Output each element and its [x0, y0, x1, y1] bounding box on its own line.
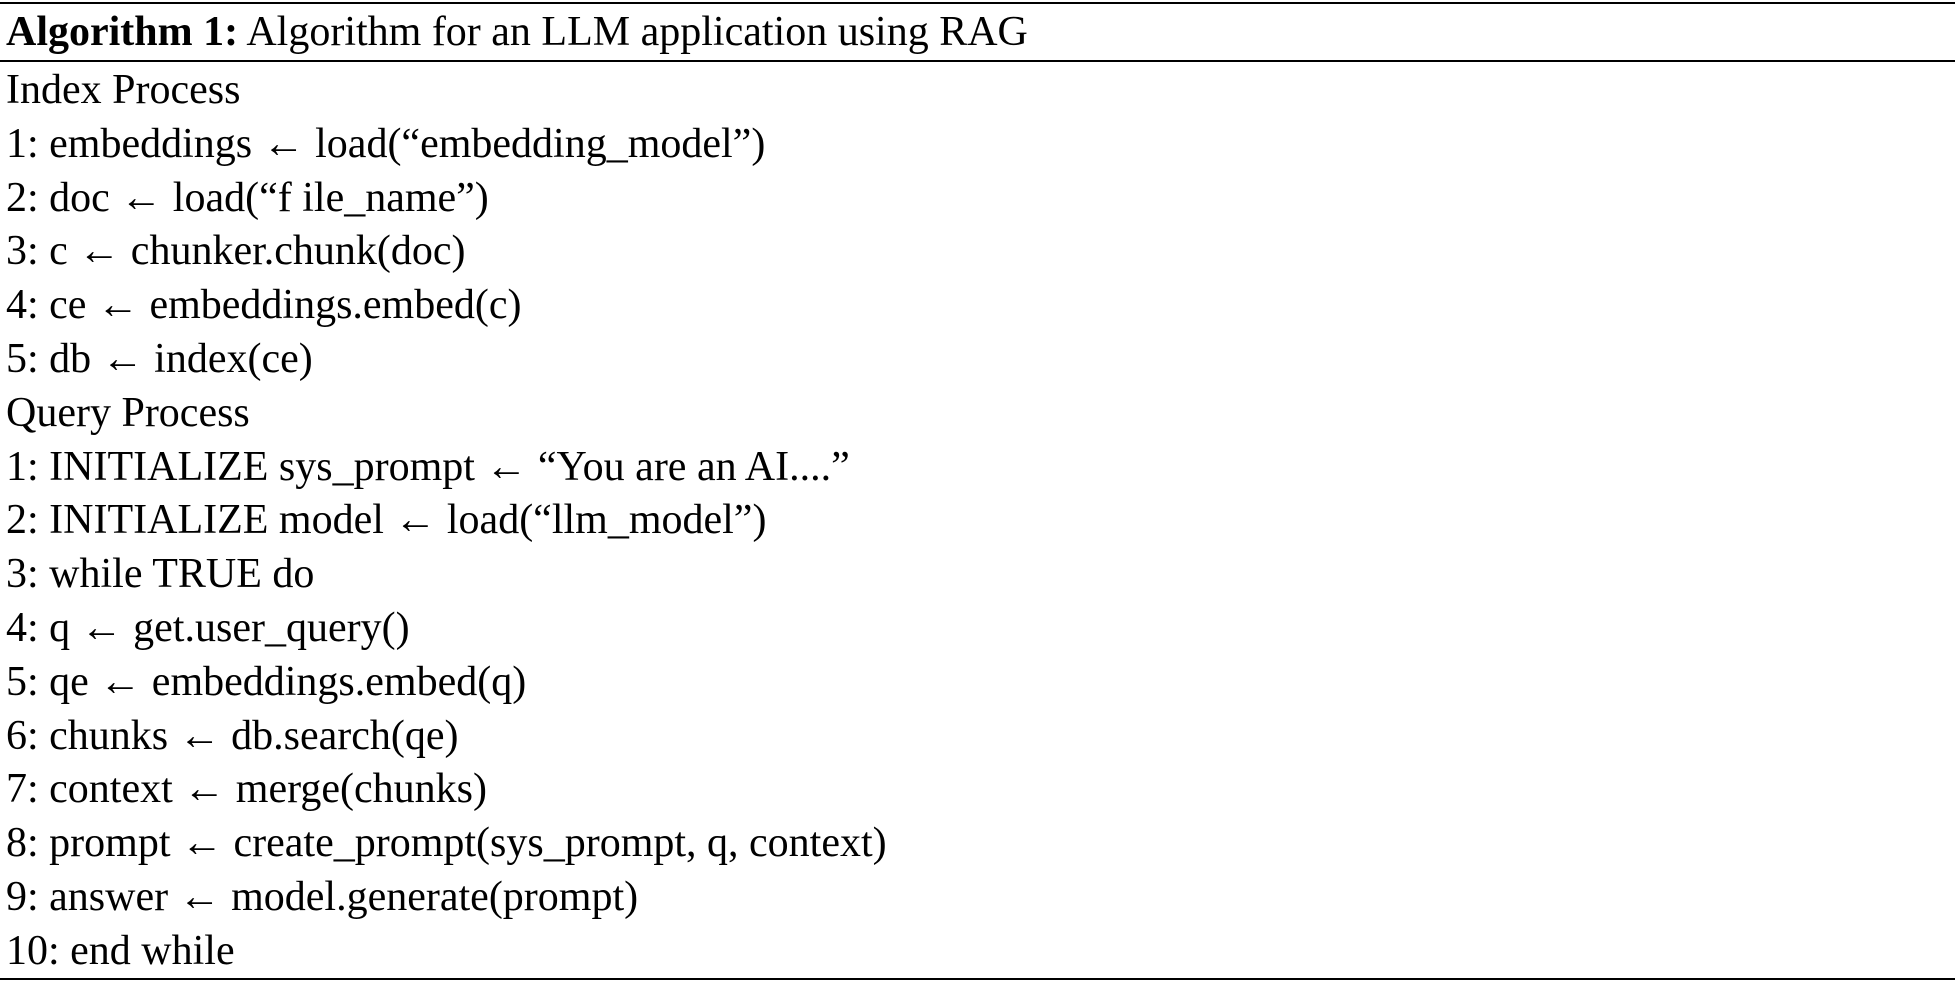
section-heading-query: Query Process: [6, 389, 250, 436]
algorithm-line: 3: c ← chunker.chunk(doc): [6, 228, 466, 275]
algorithm-line: 10: end while: [6, 927, 235, 974]
top-rule: [0, 2, 1955, 4]
algorithm-caption: Algorithm 1: Algorithm for an LLM applic…: [6, 4, 1028, 60]
algorithm-line: 8: prompt ← create_prompt(sys_prompt, q,…: [6, 820, 887, 867]
algorithm-line: 2: doc ← load(“f ile_name”): [6, 174, 489, 221]
algorithm-line: 6: chunks ← db.search(qe): [6, 712, 459, 759]
algorithm-line: 7: context ← merge(chunks): [6, 766, 487, 813]
algorithm-line: 3: while TRUE do: [6, 551, 315, 598]
algorithm-line: 9: answer ← model.generate(prompt): [6, 873, 639, 920]
algorithm-line: 4: ce ← embeddings.embed(c): [6, 282, 522, 329]
bottom-rule: [0, 978, 1955, 980]
algorithm-title: Algorithm for an LLM application using R…: [246, 9, 1028, 55]
algorithm-line: 1: embeddings ← load(“embedding_model”): [6, 120, 766, 167]
algorithm-label: Algorithm 1:: [6, 9, 239, 55]
algorithm-body: Index Process 1: embeddings ← load(“embe…: [6, 64, 1946, 979]
algorithm-line: 1: INITIALIZE sys_prompt ← “You are an A…: [6, 443, 850, 490]
algorithm-line: 2: INITIALIZE model ← load(“llm_model”): [6, 497, 767, 544]
caption-rule: [0, 60, 1955, 62]
section-heading-index: Index Process: [6, 67, 241, 113]
algorithm-line: 4: q ← get.user_query(): [6, 604, 410, 651]
algorithm-line: 5: qe ← embeddings.embed(q): [6, 658, 527, 705]
algorithm-line: 5: db ← index(ce): [6, 335, 313, 382]
